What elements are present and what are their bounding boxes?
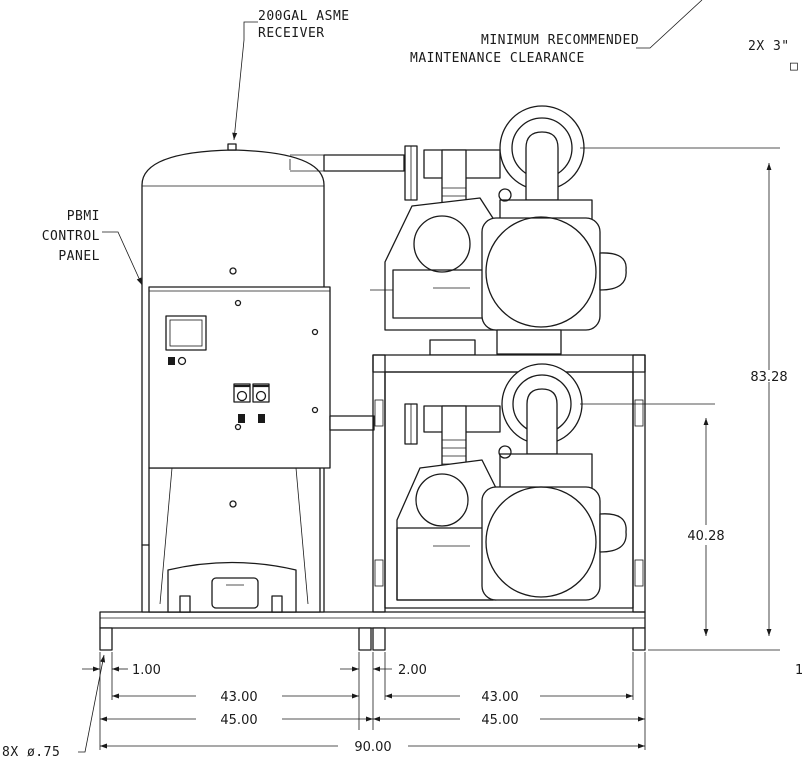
panel-callout-line2: CONTROL <box>42 229 100 244</box>
upper-pump-unit <box>370 105 627 356</box>
dim-right-outer-width: 45.00 <box>481 713 518 728</box>
lower-pump-unit <box>396 363 627 601</box>
dim-left-outer-width: 45.00 <box>220 713 257 728</box>
callout-leaders <box>78 0 703 753</box>
receiver-callout-line2: RECEIVER <box>258 26 325 41</box>
base-skid <box>99 611 646 651</box>
holes-callout: 8X ø.75 <box>2 745 60 760</box>
dim-left-edge-offset: 1.00 <box>132 663 161 678</box>
dim-right-partial: 1 <box>795 663 802 678</box>
ports-callout-partial: 2X 3" <box>748 39 790 54</box>
dim-upper-frame-height: 40.28 <box>687 529 724 544</box>
dim-overall-width: 90.00 <box>354 740 391 755</box>
control-panel <box>148 286 331 469</box>
interconnect-pipes <box>290 154 405 431</box>
stacking-frame <box>372 354 646 613</box>
skid-feet <box>99 627 646 651</box>
dimension-lines <box>82 147 780 750</box>
dim-right-inner-width: 43.00 <box>481 690 518 705</box>
panel-callout-line1: PBMI <box>67 209 100 224</box>
dim-center-gap: 2.00 <box>398 663 427 678</box>
ports-callout-partial2: □ <box>790 59 798 74</box>
dim-left-inner-width: 43.00 <box>220 690 257 705</box>
dim-overall-height: 83.28 <box>750 370 787 385</box>
panel-callout-line3: PANEL <box>58 249 100 264</box>
receiver-callout-line1: 200GAL ASME <box>258 9 350 24</box>
clearance-callout-line1: MINIMUM RECOMMENDED <box>481 33 639 48</box>
clearance-callout-line2: MAINTENANCE CLEARANCE <box>410 51 585 66</box>
